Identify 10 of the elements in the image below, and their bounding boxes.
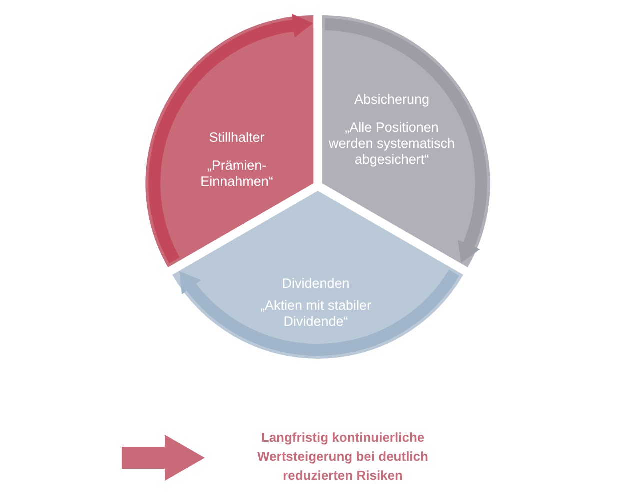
block-arrow	[122, 435, 205, 481]
segment-title: Stillhalter	[208, 130, 266, 146]
segment-title: Absicherung	[353, 92, 431, 108]
segment-title: Dividenden	[281, 276, 351, 292]
result-text: Langfristig kontinuierliche Wertsteigerung bei deutlich reduzierten Risiken	[208, 428, 478, 485]
segment-quote: „Aktien mit stabiler Dividende“	[259, 298, 373, 330]
cycle-segment	[172, 191, 464, 359]
cycle-arrow	[178, 270, 460, 356]
segment-quote: „Prämien- Einnahmen“	[200, 158, 274, 190]
segment-quote: „Alle Positionen werden systematisch abgesichert“	[328, 120, 456, 168]
